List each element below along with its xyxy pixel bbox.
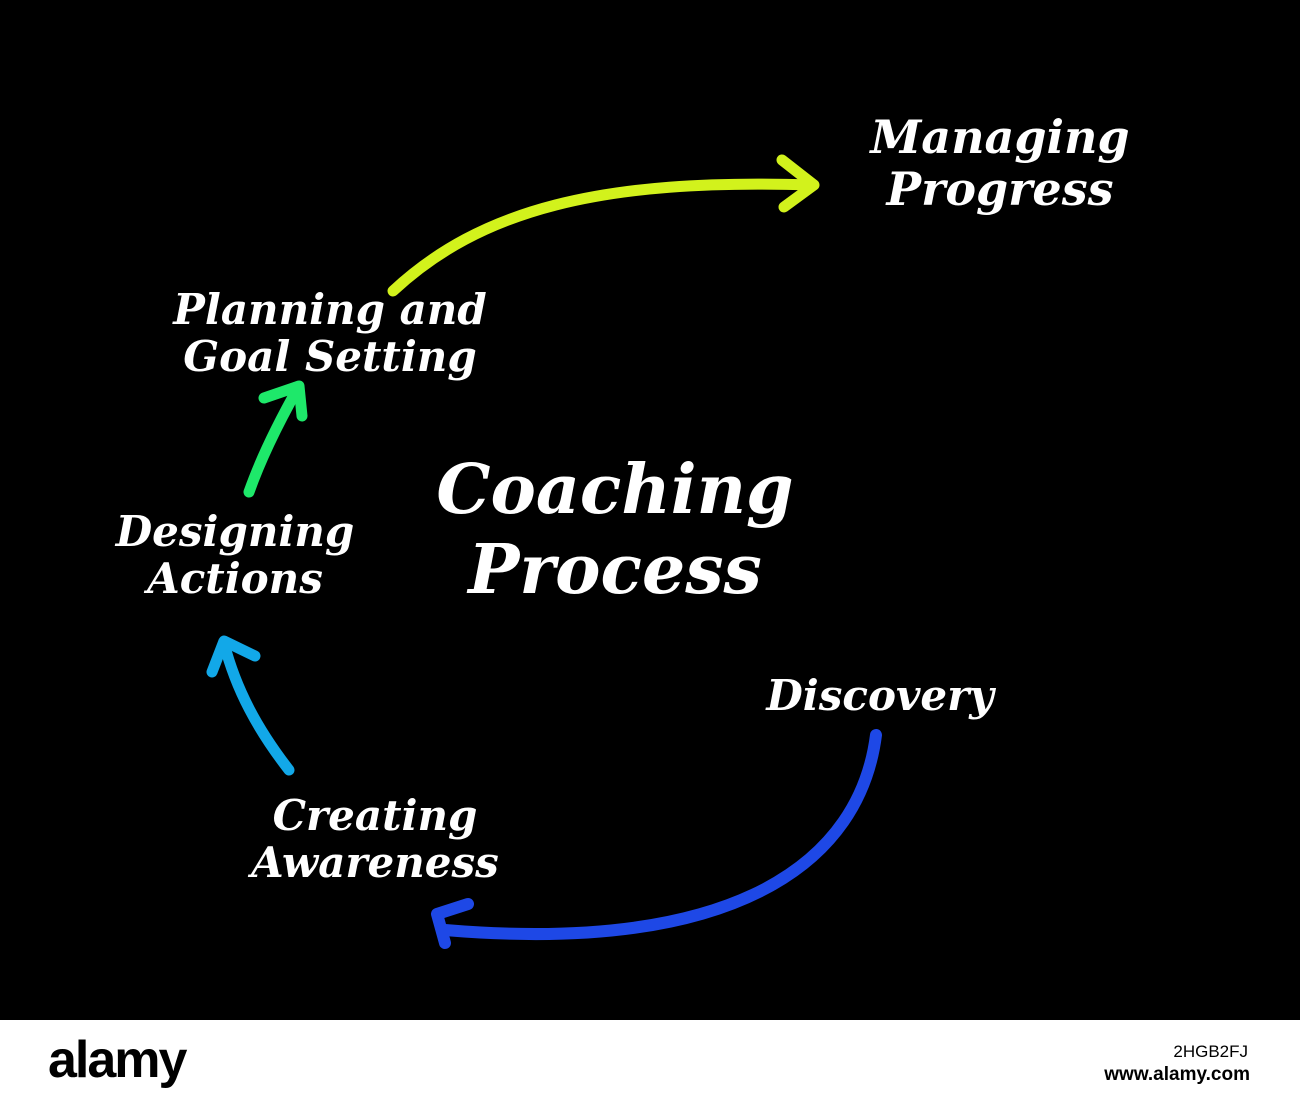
node-planning-line-1: Planning and xyxy=(173,285,487,334)
node-designing-actions: Designing Actions xyxy=(70,508,400,602)
node-designing-line-1: Designing xyxy=(115,507,355,556)
node-discovery: Discovery xyxy=(720,672,1040,719)
title-line-2: Process xyxy=(468,530,762,611)
diagram-title: Coaching Process xyxy=(380,450,850,610)
arrow-creating-awareness-to-designing-actions xyxy=(206,635,295,776)
node-creating-line-2: Awareness xyxy=(251,838,499,888)
node-designing-line-2: Actions xyxy=(147,554,323,604)
node-planning-goal-setting: Planning and Goal Setting xyxy=(110,286,550,380)
watermark-url: www.alamy.com xyxy=(1104,1064,1250,1085)
arrow-discovery-to-creating-awareness xyxy=(431,729,882,949)
arrow-designing-actions-to-planning xyxy=(243,380,308,498)
title-line-1: Coaching xyxy=(436,450,794,530)
node-creating-awareness: Creating Awareness xyxy=(210,792,540,886)
arrow-planning-to-managing-progress xyxy=(387,154,820,297)
watermark-logo: alamy xyxy=(48,1031,187,1089)
node-managing-progress-line-2: Progress xyxy=(886,161,1114,216)
node-managing-progress: Managing Progress xyxy=(790,110,1210,216)
node-creating-line-1: Creating xyxy=(272,791,478,840)
node-discovery-line-1: Discovery xyxy=(766,671,994,720)
watermark-image-id: 2HGB2FJ xyxy=(1173,1042,1248,1061)
node-planning-line-2: Goal Setting xyxy=(183,332,477,382)
node-managing-progress-line-1: Managing xyxy=(870,110,1130,164)
watermark-footer: alamy 2HGB2FJ www.alamy.com xyxy=(0,1020,1300,1107)
